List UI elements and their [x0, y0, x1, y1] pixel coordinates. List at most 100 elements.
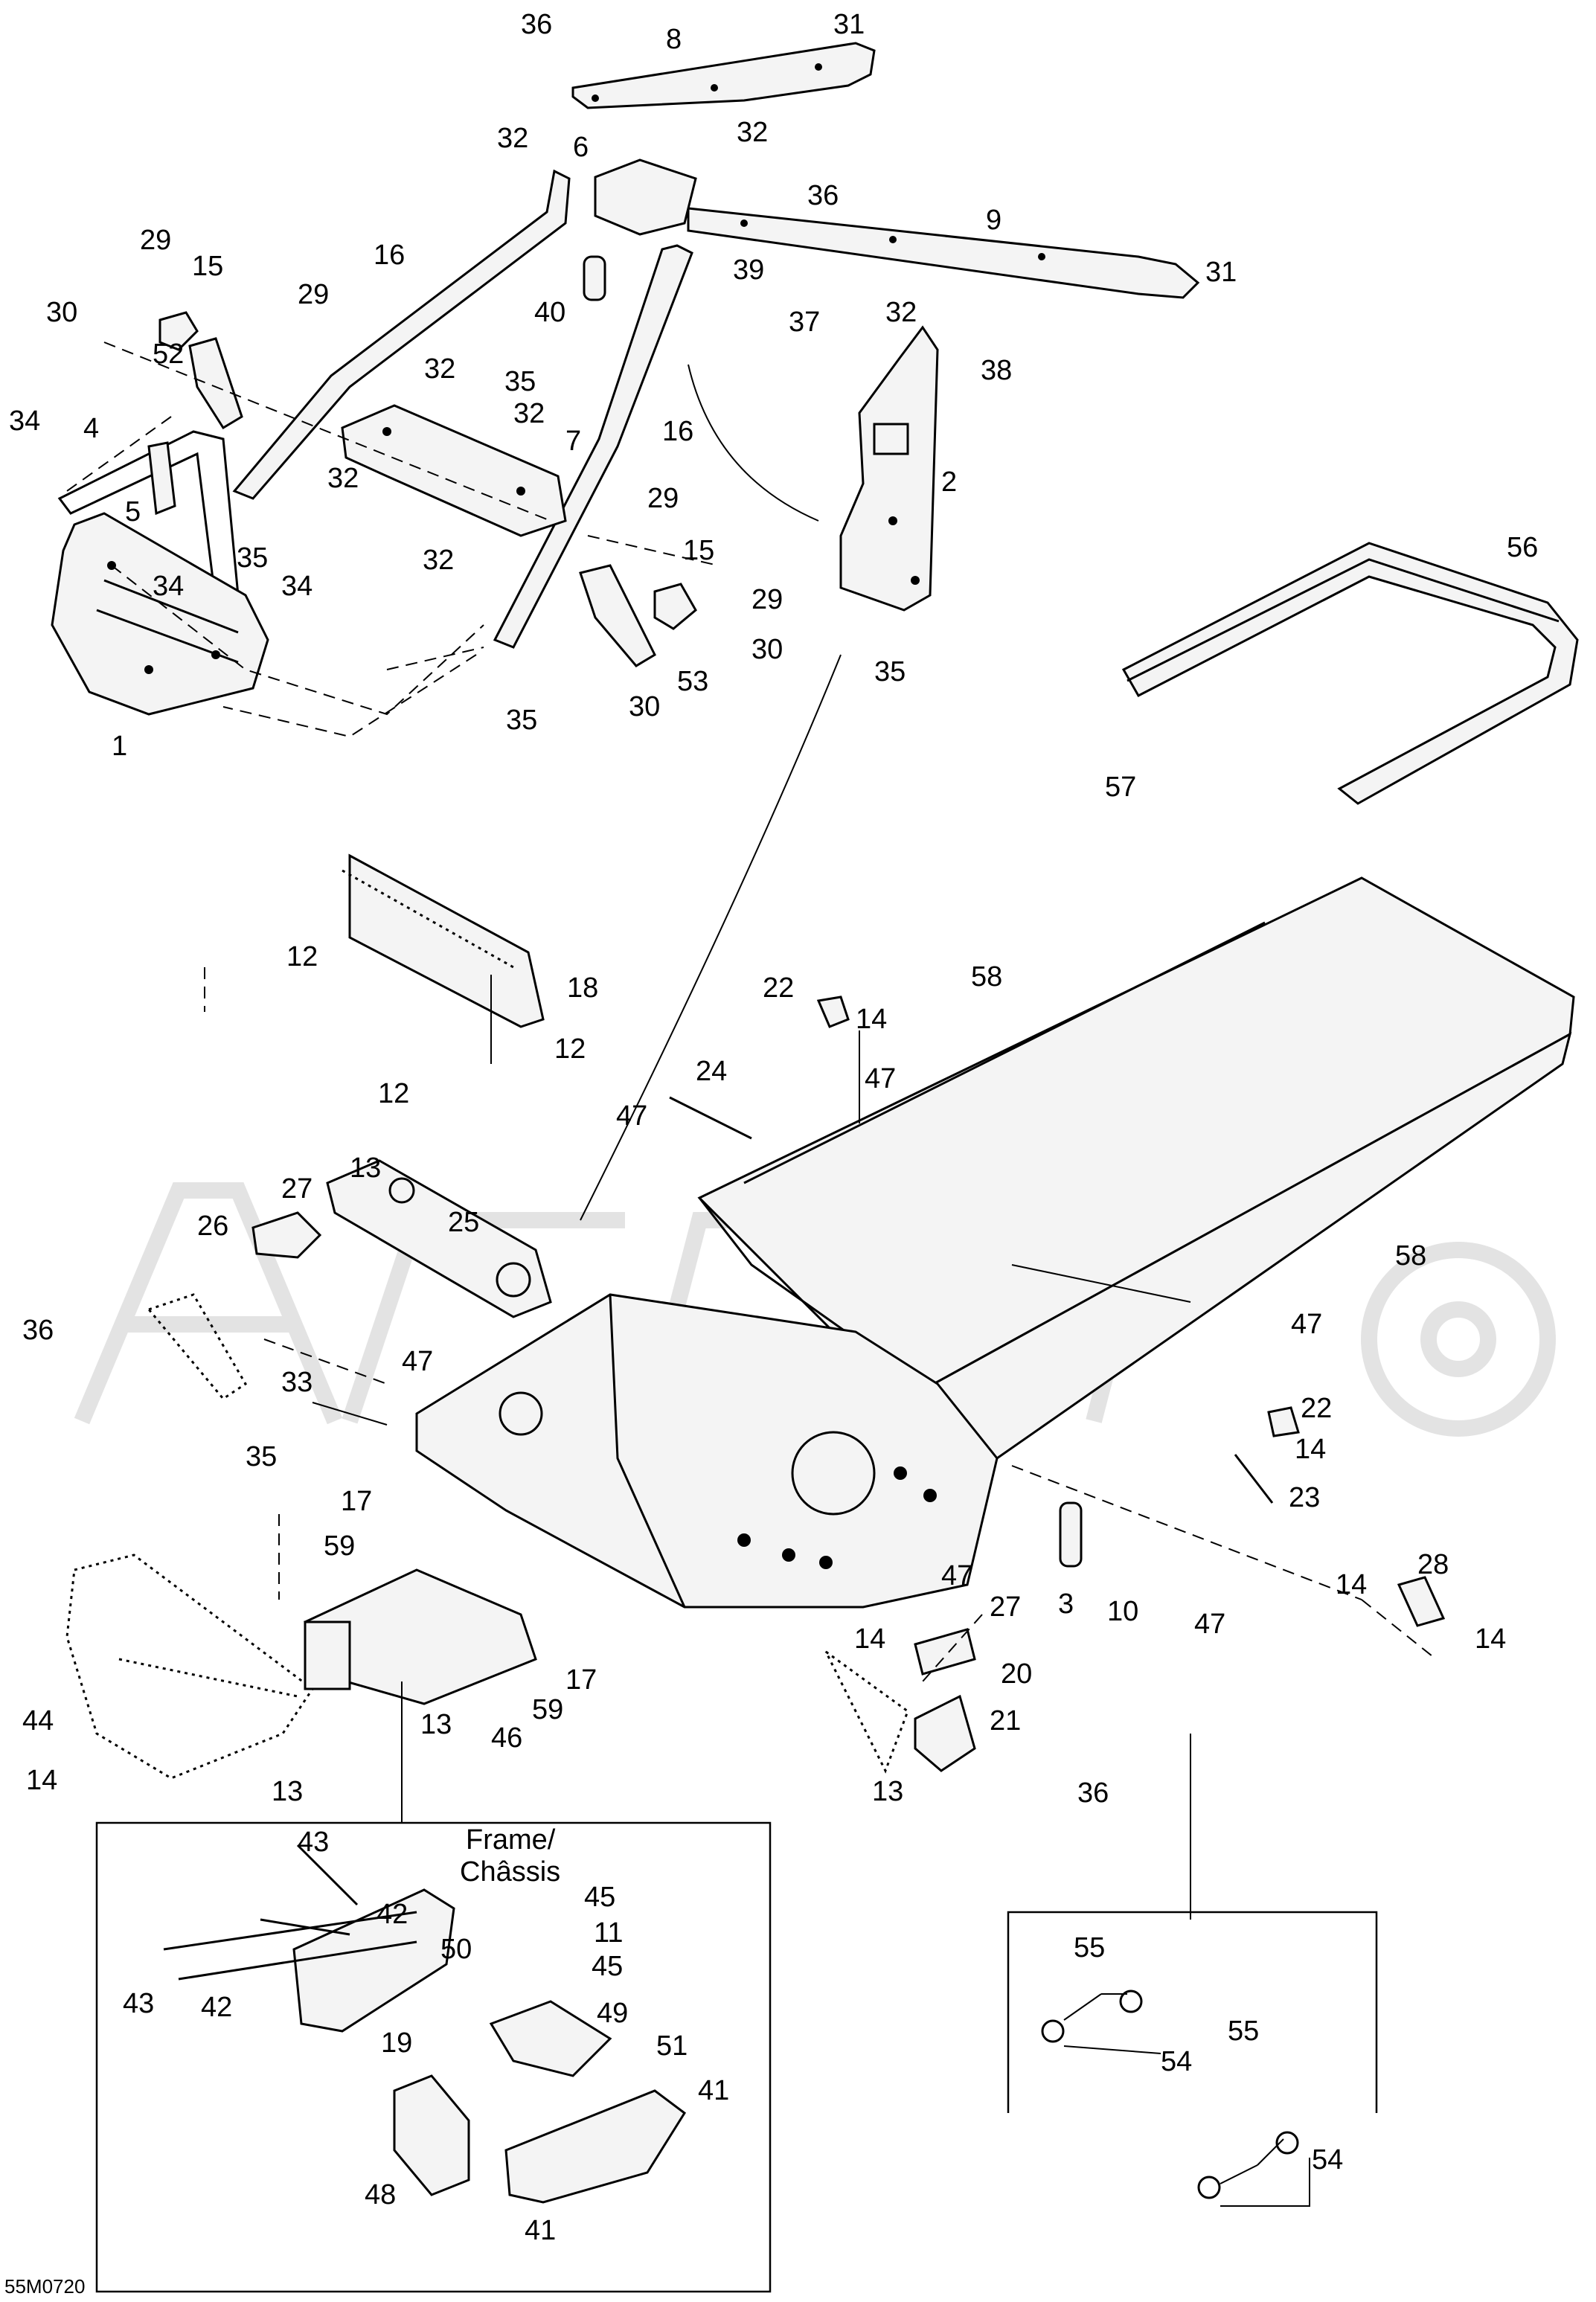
callout-51: 51: [656, 2030, 688, 2062]
callout-29: 29: [647, 483, 679, 514]
callout-55: 55: [1228, 2016, 1259, 2047]
callout-14: 14: [1475, 1623, 1506, 1655]
tube-16-left: [232, 169, 571, 500]
bracket-52: [188, 337, 243, 430]
front-bumper-1: [51, 512, 269, 716]
bracket-53: [579, 564, 656, 667]
callout-29: 29: [298, 279, 329, 310]
callout-14: 14: [1336, 1569, 1367, 1600]
callout-53: 53: [677, 666, 708, 697]
callout-41: 41: [698, 2075, 729, 2106]
crossmember-7: [341, 404, 567, 537]
bracket-9: [687, 207, 1200, 299]
callout-26: 26: [197, 1211, 228, 1242]
callout-22: 22: [763, 972, 794, 1004]
bracket-8: [571, 42, 876, 109]
callout-29: 29: [140, 225, 171, 256]
callout-35: 35: [504, 366, 536, 397]
inset-frame-box: [95, 1681, 772, 2293]
bracket-28: [1397, 1576, 1446, 1627]
callout-43: 43: [298, 1827, 329, 1858]
callout-54: 54: [1312, 2144, 1343, 2176]
callout-44: 44: [22, 1705, 54, 1737]
slider-24: [669, 1096, 752, 1140]
callout-9: 9: [986, 205, 1001, 236]
callout-30: 30: [751, 634, 783, 665]
front-bracket-2: [839, 325, 939, 612]
callout-16: 16: [374, 240, 405, 271]
callout-1: 1: [112, 731, 127, 762]
callout-23: 23: [1289, 1482, 1320, 1513]
callout-2: 2: [941, 467, 957, 498]
callout-55: 55: [1074, 1932, 1105, 1963]
frame-label-line1: Frame/: [466, 1824, 556, 1856]
callout-36: 36: [1077, 1777, 1109, 1809]
callout-47: 47: [865, 1063, 896, 1094]
callout-13: 13: [272, 1776, 303, 1807]
callout-34: 34: [281, 571, 313, 602]
spacer-40: [583, 255, 606, 301]
callout-49: 49: [597, 1998, 628, 2029]
tube-16-right: [493, 244, 693, 649]
side-panel-18: [342, 853, 545, 1028]
bracket-21: [824, 1650, 976, 1774]
callout-35: 35: [237, 542, 268, 574]
callout-19: 19: [381, 2027, 412, 2059]
bracket-36-dotted: [147, 1293, 248, 1400]
callout-24: 24: [696, 1056, 727, 1087]
callout-47: 47: [616, 1100, 647, 1132]
callout-12: 12: [286, 941, 318, 972]
callout-41: 41: [525, 2215, 556, 2246]
callout-13: 13: [420, 1709, 452, 1740]
bracket-26: [251, 1211, 322, 1259]
frame-label-line2: Châssis: [460, 1856, 560, 1888]
plate-15: [158, 311, 697, 630]
callout-48: 48: [365, 2179, 396, 2210]
callout-34: 34: [153, 571, 184, 602]
callout-47: 47: [1291, 1309, 1322, 1340]
callout-57: 57: [1105, 772, 1136, 803]
callout-17: 17: [565, 1664, 597, 1696]
callout-45: 45: [584, 1882, 615, 1913]
callout-45: 45: [592, 1951, 623, 1982]
callout-39: 39: [733, 254, 764, 286]
callout-15: 15: [683, 535, 714, 566]
callout-43: 43: [123, 1988, 154, 2019]
callout-25: 25: [448, 1207, 479, 1238]
callout-42: 42: [376, 1899, 408, 1930]
callout-13: 13: [350, 1152, 381, 1184]
front-frame: [415, 1293, 999, 1609]
callout-27: 27: [990, 1591, 1021, 1623]
inset-parts: [163, 1844, 687, 2204]
support-25: [326, 1159, 552, 1318]
callout-47: 47: [402, 1346, 433, 1377]
slider-23: [1234, 1454, 1274, 1504]
callout-31: 31: [1205, 257, 1237, 288]
callout-5: 5: [125, 496, 141, 528]
front-arms-dotted: [65, 1554, 315, 1780]
callout-42: 42: [201, 1992, 232, 2023]
callout-32: 32: [424, 353, 455, 385]
bracket-22: [816, 995, 1300, 1437]
callout-58: 58: [971, 961, 1002, 993]
callout-6: 6: [573, 132, 589, 163]
callout-33: 33: [281, 1367, 313, 1398]
arrows: [312, 364, 1191, 1920]
callout-59: 59: [324, 1530, 355, 1562]
part-3: [1059, 1501, 1083, 1568]
callout-32: 32: [327, 463, 359, 494]
callout-58: 58: [1395, 1240, 1426, 1272]
callout-15: 15: [192, 251, 223, 282]
callout-18: 18: [567, 972, 598, 1004]
callout-38: 38: [981, 355, 1012, 386]
callout-20: 20: [1001, 1658, 1032, 1690]
callout-8: 8: [666, 24, 682, 55]
callout-21: 21: [990, 1705, 1021, 1737]
assembly-lines: [66, 342, 1437, 1682]
drawing-code: 55M0720: [4, 2275, 85, 2298]
callout-14: 14: [854, 1623, 885, 1655]
callout-17: 17: [341, 1486, 372, 1517]
callout-37: 37: [789, 307, 820, 338]
callout-35: 35: [246, 1441, 277, 1472]
fastener-box: [1007, 1911, 1378, 2207]
